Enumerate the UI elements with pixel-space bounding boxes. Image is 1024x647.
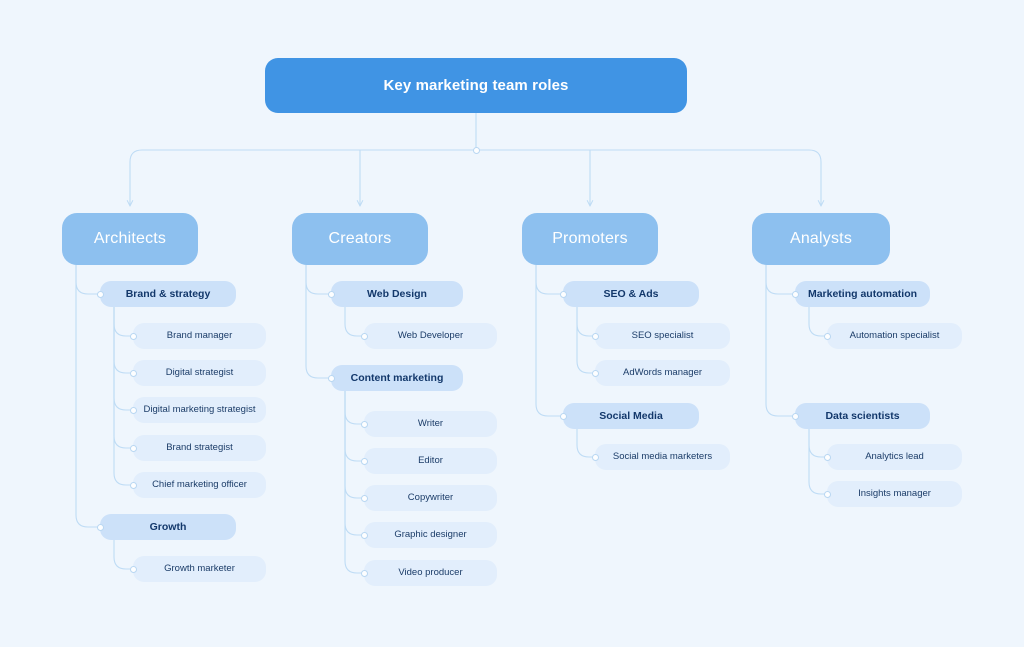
group-node-social-media[interactable]: Social Media	[563, 403, 699, 429]
connector-leaf-insights-manager	[808, 428, 828, 495]
connector-dot	[360, 494, 368, 502]
leaf-node-chief-marketing-officer[interactable]: Chief marketing officer	[133, 472, 266, 498]
connector-dot	[327, 374, 335, 382]
connector-dot	[129, 406, 137, 414]
connector-dot	[327, 290, 335, 298]
leaf-node-brand-manager[interactable]: Brand manager	[133, 323, 266, 349]
connector-dot	[360, 420, 368, 428]
connector-group-content-marketing	[305, 264, 332, 379]
connector-leaf-copywriter	[344, 390, 365, 499]
leaf-node-web-developer[interactable]: Web Developer	[364, 323, 497, 349]
connector-leaf-growth-marketer	[113, 539, 134, 570]
leaf-node-graphic-designer[interactable]: Graphic designer	[364, 522, 497, 548]
connector-dot	[823, 453, 831, 461]
category-node-architects[interactable]: Architects	[62, 213, 198, 265]
connector-group-growth	[75, 264, 101, 528]
group-node-seo-ads[interactable]: SEO & Ads	[563, 281, 699, 307]
bus-to-analysts	[475, 149, 825, 207]
connector-leaf-adwords-manager	[576, 306, 596, 374]
connector-leaf-automation-specialist	[808, 306, 828, 337]
connector-dot	[791, 290, 799, 298]
bus-to-architects	[126, 149, 477, 207]
group-node-growth[interactable]: Growth	[100, 514, 236, 540]
connector-leaf-social-media-marketers	[576, 428, 596, 458]
connector-leaf-digital-strategist	[113, 306, 134, 374]
leaf-node-social-media-marketers[interactable]: Social media marketers	[595, 444, 730, 470]
group-node-marketing-automation[interactable]: Marketing automation	[795, 281, 930, 307]
leaf-node-growth-marketer[interactable]: Growth marketer	[133, 556, 266, 582]
connector-leaf-digital-marketing-strategist	[113, 306, 134, 411]
leaf-node-seo-specialist[interactable]: SEO specialist	[595, 323, 730, 349]
connector-leaf-brand-strategist	[113, 306, 134, 449]
leaf-node-writer[interactable]: Writer	[364, 411, 497, 437]
connector-group-social-media	[535, 264, 564, 417]
connector-dot	[591, 453, 599, 461]
category-node-creators[interactable]: Creators	[292, 213, 428, 265]
leaf-node-analytics-lead[interactable]: Analytics lead	[827, 444, 962, 470]
connector-group-brand-strategy	[75, 264, 101, 295]
connector-leaf-seo-specialist	[576, 306, 596, 337]
connector-dot	[129, 565, 137, 573]
connector-group-web-design	[305, 264, 332, 295]
connector-group-data-scientists	[765, 264, 796, 417]
connector-dot	[96, 290, 104, 298]
leaf-node-automation-specialist[interactable]: Automation specialist	[827, 323, 962, 349]
group-node-web-design[interactable]: Web Design	[331, 281, 463, 307]
connector-dot	[360, 569, 368, 577]
leaf-node-editor[interactable]: Editor	[364, 448, 497, 474]
connector-dot	[129, 369, 137, 377]
connector-leaf-writer	[344, 390, 365, 425]
connector-leaf-analytics-lead	[808, 428, 828, 458]
connector-dot	[360, 332, 368, 340]
bus-to-creators	[356, 149, 477, 207]
connector-dot	[360, 457, 368, 465]
bus-to-promoters	[475, 149, 594, 207]
group-node-data-scientists[interactable]: Data scientists	[795, 403, 930, 429]
connector-dot	[129, 444, 137, 452]
connector-dot	[559, 290, 567, 298]
leaf-node-copywriter[interactable]: Copywriter	[364, 485, 497, 511]
connector-group-seo-ads	[535, 264, 564, 295]
group-node-brand-strategy[interactable]: Brand & strategy	[100, 281, 236, 307]
root-node[interactable]: Key marketing team roles	[265, 58, 687, 113]
leaf-node-brand-strategist[interactable]: Brand strategist	[133, 435, 266, 461]
leaf-node-video-producer[interactable]: Video producer	[364, 560, 497, 586]
connector-dot	[129, 332, 137, 340]
root-bus-dot	[472, 146, 480, 154]
connector-leaf-video-producer	[344, 390, 365, 574]
leaf-node-digital-marketing-strategist[interactable]: Digital marketing strategist	[133, 397, 266, 423]
category-node-analysts[interactable]: Analysts	[752, 213, 890, 265]
group-node-content-marketing[interactable]: Content marketing	[331, 365, 463, 391]
leaf-node-digital-strategist[interactable]: Digital strategist	[133, 360, 266, 386]
connector-group-marketing-automation	[765, 264, 796, 295]
connector-dot	[559, 412, 567, 420]
leaf-node-insights-manager[interactable]: Insights manager	[827, 481, 962, 507]
connector-dot	[823, 490, 831, 498]
connector-dot	[360, 531, 368, 539]
category-node-promoters[interactable]: Promoters	[522, 213, 658, 265]
connector-dot	[591, 369, 599, 377]
connector-dot	[591, 332, 599, 340]
connector-dot	[823, 332, 831, 340]
connector-dot	[791, 412, 799, 420]
connector-dot	[129, 481, 137, 489]
connector-leaf-web-developer	[344, 306, 365, 337]
leaf-node-adwords-manager[interactable]: AdWords manager	[595, 360, 730, 386]
connector-dot	[96, 523, 104, 531]
connector-leaf-brand-manager	[113, 306, 134, 337]
